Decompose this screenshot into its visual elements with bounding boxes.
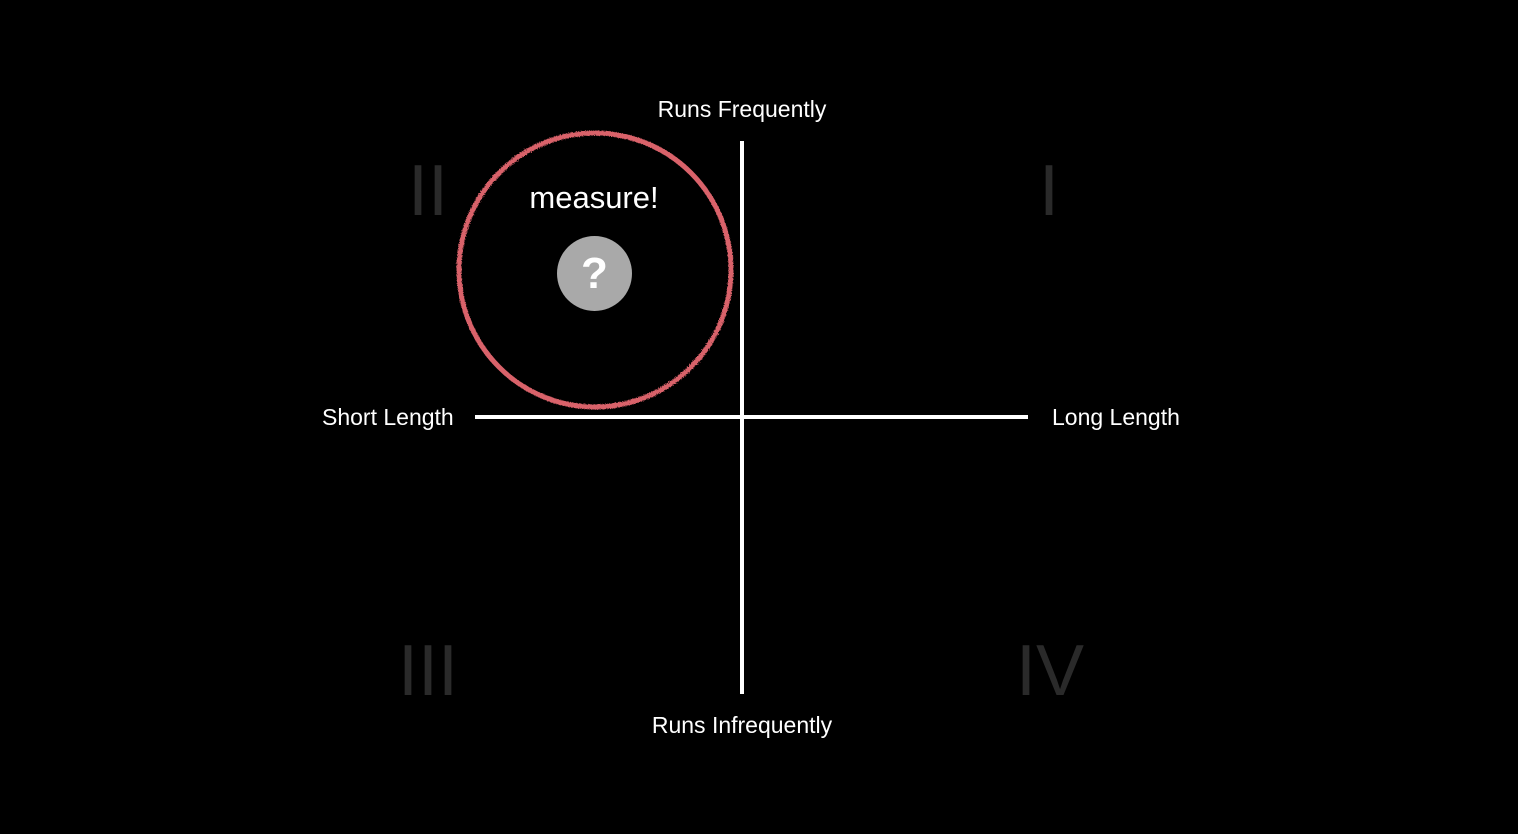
question-mark-icon: ? xyxy=(557,236,632,311)
measure-annotation: measure! xyxy=(529,180,659,215)
quadrant-ii-numeral: II xyxy=(407,151,449,231)
axis-label-top: Runs Frequently xyxy=(657,96,827,122)
axis-label-bottom: Runs Infrequently xyxy=(651,712,833,738)
quadrant-i-numeral: I xyxy=(1038,151,1060,231)
quadrant-iv-numeral: IV xyxy=(1015,631,1085,711)
highlight-circle xyxy=(456,130,734,410)
horizontal-axis xyxy=(475,415,1028,419)
axis-label-left: Short Length xyxy=(322,404,454,430)
question-mark-glyph: ? xyxy=(581,248,608,298)
quadrant-iii-numeral: III xyxy=(397,631,459,711)
axis-label-right: Long Length xyxy=(1052,404,1180,430)
